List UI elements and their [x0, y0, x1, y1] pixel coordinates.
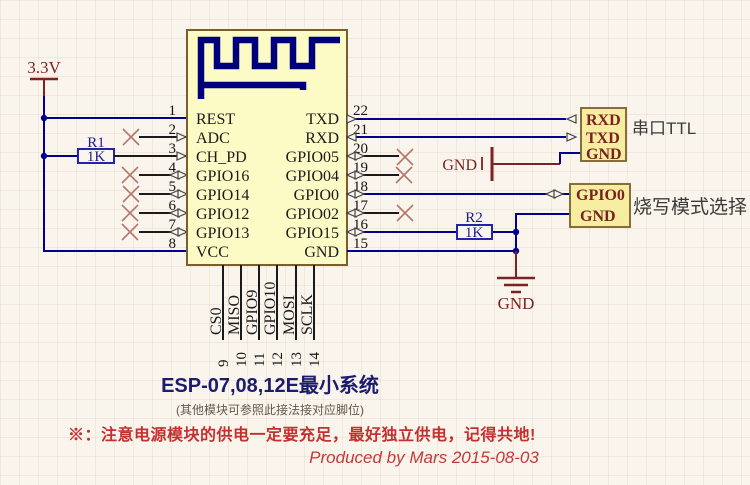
pin-number: 10 [234, 352, 250, 367]
bottom-pins: CS0 MISO GPIO9 GPIO10 MOSI SCLK 9 10 11 … [208, 265, 323, 367]
junction-dot [512, 228, 520, 236]
pin-name-rest: REST [196, 111, 235, 128]
power-warning-note: ※：注意电源模块的供电一定要充足，最好独立供电，记得共地! [68, 425, 536, 444]
r1-ref: R1 [87, 135, 105, 151]
wire-3v3-rail [43, 96, 187, 252]
pin-name-miso: MISO [226, 295, 243, 335]
pin-number: 6 [169, 198, 177, 214]
pin-number: 2 [169, 122, 177, 138]
pin-number: 11 [252, 353, 268, 367]
pin-name-gpio04: GPIO04 [286, 168, 339, 185]
pin-name-gpio15: GPIO15 [286, 225, 339, 242]
pin-name-gnd: GND [304, 244, 339, 261]
antenna-icon [197, 36, 340, 99]
no-connect-x-icons-right [395, 148, 414, 222]
serial-ttl-label: 串口TTL [632, 119, 696, 138]
no-connect-x-icons-left [121, 128, 140, 241]
junction-dot [40, 152, 48, 160]
serial-pin-rxd: RXD [586, 112, 621, 129]
r1-value: 1K [87, 149, 106, 165]
boot-mode-label: 烧写模式选择 [633, 196, 747, 218]
pin-name-gpio13: GPIO13 [196, 225, 249, 242]
pin-name-gpio9: GPIO9 [244, 290, 261, 335]
power-3v3-symbol: 3.3V [27, 58, 61, 96]
serial-ttl-connector: RXD TXD GND 串口TTL [580, 107, 696, 163]
power-3v3-label: 3.3V [27, 58, 61, 77]
junction-dot [40, 114, 48, 122]
boot-pin-gpio0: GPIO0 [576, 187, 625, 204]
pin-name-gpio14: GPIO14 [196, 187, 249, 204]
pin-number: 13 [289, 352, 305, 367]
pin-number: 7 [169, 217, 177, 233]
pin-name-cs0: CS0 [208, 307, 225, 335]
left-nc-stubs [139, 136, 187, 233]
pin-number: 14 [307, 352, 323, 368]
r2-value: 1K [465, 225, 484, 241]
notes-block: ESP-07,08,12E最小系统 (其他模块可参照此接法接对应脚位) ※：注意… [68, 373, 539, 467]
right-pin-numbers: 22 21 20 19 18 17 16 15 [353, 103, 369, 252]
pin-name-ch-pd: CH_PD [196, 149, 247, 166]
pin-number: 22 [353, 103, 368, 119]
gnd-bar-label: GND [442, 157, 477, 174]
pin-name-gpio02: GPIO02 [286, 206, 339, 223]
pin-name-gpio12: GPIO12 [196, 206, 249, 223]
pin-name-vcc: VCC [196, 244, 229, 261]
chip-esp-body: REST ADC CH_PD GPIO16 GPIO14 GPIO12 GPIO… [186, 29, 348, 266]
schematic-subtitle: (其他模块可参照此接法接对应脚位) [176, 402, 364, 417]
pin-number: 21 [353, 122, 368, 138]
left-pin-numbers: 1 2 3 4 5 6 7 8 [169, 103, 177, 252]
pin-number: 12 [270, 352, 286, 367]
gnd-bar-symbol: GND [442, 147, 581, 181]
serial-pin-txd: TXD [586, 130, 620, 147]
pin-name-gpio05: GPIO05 [286, 149, 339, 166]
gnd-earth-label: GND [498, 294, 535, 313]
pin-direction-arrows-right [345, 114, 578, 237]
pin-number: 4 [169, 160, 177, 176]
pin-name-sclk: SCLK [299, 294, 316, 335]
pin-name-gpio0: GPIO0 [294, 187, 339, 204]
r2-ref: R2 [465, 210, 483, 226]
serial-pin-gnd: GND [586, 146, 622, 163]
resistor-r1: R1 1K [77, 135, 187, 165]
boot-mode-connector: GPIO0 GND 烧写模式选择 [569, 183, 747, 228]
schematic-title: ESP-07,08,12E最小系统 [161, 373, 379, 397]
pin-number: 9 [216, 360, 232, 368]
pin-name-rxd: RXD [305, 130, 339, 147]
pin-number: 8 [169, 236, 177, 252]
pin-name-gpio10: GPIO10 [262, 282, 279, 335]
pin-name-txd: TXD [306, 111, 339, 128]
pin-number: 3 [169, 141, 177, 157]
wires-right [347, 118, 570, 252]
pin-number: 1 [169, 103, 177, 119]
pin-number: 5 [169, 179, 177, 195]
pin-number: 15 [353, 236, 368, 252]
credit-note: Produced by Mars 2015-08-03 [309, 448, 539, 467]
resistor-r2: R2 1K [456, 210, 493, 241]
pin-name-gpio16: GPIO16 [196, 168, 249, 185]
pin-name-adc: ADC [196, 130, 230, 147]
pin-direction-arrows-left [168, 132, 189, 237]
gnd-earth-symbol: GND [497, 251, 535, 313]
pin-name-mosi: MOSI [281, 295, 298, 335]
boot-pin-gnd: GND [580, 208, 616, 225]
